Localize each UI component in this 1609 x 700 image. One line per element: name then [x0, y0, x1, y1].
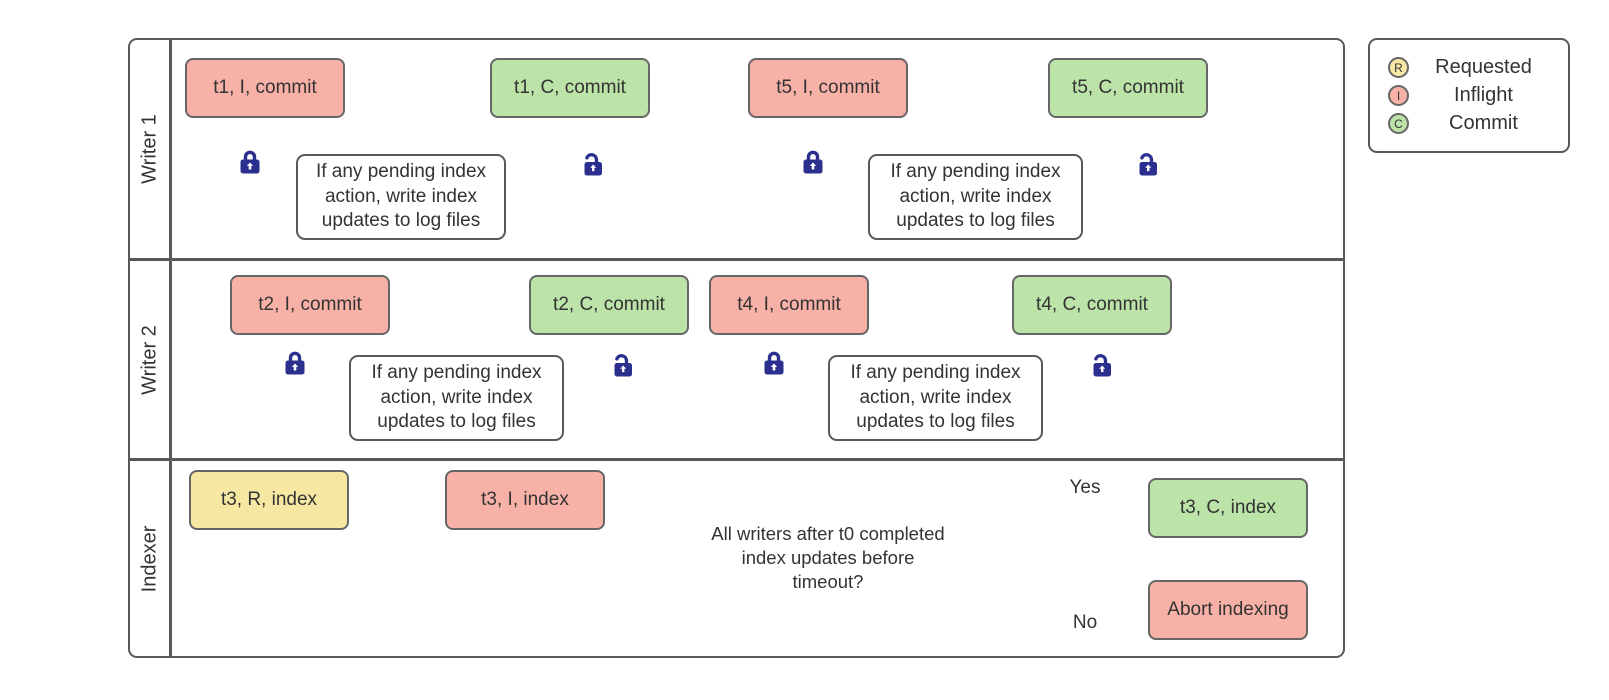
legend-label: Inflight — [1454, 84, 1513, 106]
node-writer2-process-1: If any pending index action, write index… — [349, 355, 564, 441]
lock-open-icon — [1130, 149, 1158, 179]
lock-closed-icon — [762, 348, 786, 378]
lane-label-separator — [169, 40, 172, 657]
node-t1-inflight: t1, I, commit — [185, 58, 345, 118]
node-writer2-process-2: If any pending index action, write index… — [828, 355, 1043, 441]
legend-item-requested: R Requested — [1388, 56, 1554, 79]
legend-item-commit: C Commit — [1388, 112, 1554, 135]
node-t3-commit: t3, C, index — [1148, 478, 1308, 538]
inflight-badge-icon: I — [1388, 85, 1409, 106]
legend-label: Commit — [1449, 112, 1518, 134]
node-t4-inflight: t4, I, commit — [709, 275, 869, 335]
lane-label-writer2: Writer 2 — [138, 325, 161, 395]
branch-label-yes: Yes — [1069, 477, 1101, 498]
lock-closed-icon — [238, 147, 262, 177]
lock-open-icon — [575, 149, 603, 179]
commit-badge-icon: C — [1388, 113, 1409, 134]
lock-open-icon — [605, 350, 633, 380]
node-writer1-process-1: If any pending index action, write index… — [296, 154, 506, 240]
requested-badge-icon: R — [1388, 57, 1409, 78]
node-t5-inflight: t5, I, commit — [748, 58, 908, 118]
lock-open-icon — [1084, 350, 1112, 380]
node-t3-inflight: t3, I, index — [445, 470, 605, 530]
lane-label-writer1: Writer 1 — [138, 114, 161, 184]
legend-item-inflight: I Inflight — [1388, 84, 1554, 107]
node-t2-inflight: t2, I, commit — [230, 275, 390, 335]
lane-label-indexer: Indexer — [138, 525, 161, 593]
node-t1-commit: t1, C, commit — [490, 58, 650, 118]
node-writer1-process-2: If any pending index action, write index… — [868, 154, 1083, 240]
lock-closed-icon — [283, 348, 307, 378]
lock-closed-icon — [801, 147, 825, 177]
node-t5-commit: t5, C, commit — [1048, 58, 1208, 118]
swimlane-container — [128, 38, 1345, 658]
lane-separator-2 — [129, 458, 1344, 461]
lane-separator-1 — [129, 258, 1344, 261]
branch-label-no: No — [1072, 612, 1098, 633]
decision-text: All writers after t0 completed index upd… — [711, 522, 945, 593]
legend-label: Requested — [1435, 56, 1532, 78]
legend: R Requested I Inflight C Commit — [1368, 38, 1570, 153]
node-t3-requested: t3, R, index — [189, 470, 349, 530]
node-t2-commit: t2, C, commit — [529, 275, 689, 335]
node-abort-indexing: Abort indexing — [1148, 580, 1308, 640]
node-t4-commit: t4, C, commit — [1012, 275, 1172, 335]
